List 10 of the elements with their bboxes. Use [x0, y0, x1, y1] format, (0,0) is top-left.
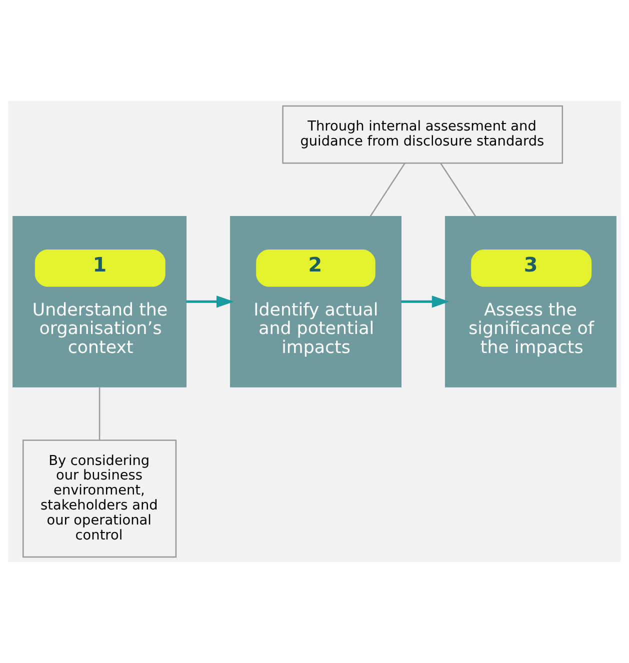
node-box: By considering our business environment, stakeholders and our operational control: [22, 440, 177, 558]
arrow: [400, 296, 450, 308]
connector: [370, 163, 406, 217]
node-box: Through internal assessment and guidance from disclosure standards: [282, 105, 564, 164]
connector: [98, 387, 100, 440]
node-box: 2 Identify actual and potential impacts: [230, 216, 402, 388]
connector: [440, 163, 476, 217]
node-box: 1 Understand the organisation’s context: [12, 216, 187, 388]
arrow: [186, 296, 234, 308]
node-box: 3 Assess the significance of the impacts: [444, 216, 616, 388]
